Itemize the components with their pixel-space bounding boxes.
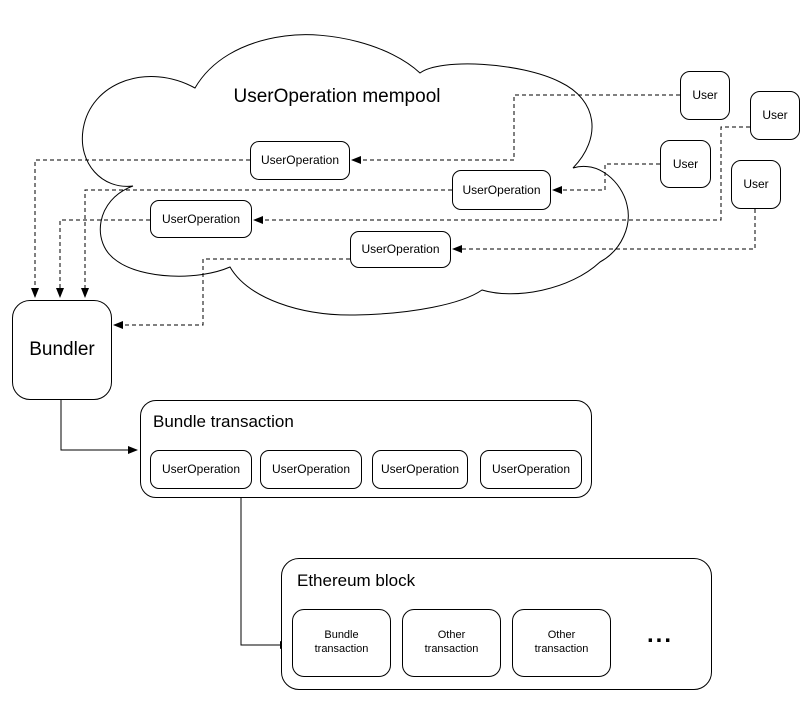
bundler-label: Bundler bbox=[29, 339, 95, 361]
userop-label: UserOperation bbox=[491, 462, 571, 476]
userop-label: UserOperation bbox=[380, 462, 460, 476]
edge-userop3-to-bundler bbox=[56, 219, 150, 298]
bundle-userop-box-1: UserOperation bbox=[150, 450, 252, 489]
bundler-box: Bundler bbox=[12, 300, 112, 400]
userop-label: UserOperation bbox=[361, 242, 440, 256]
edge-user3-to-userop2 bbox=[552, 163, 660, 194]
userop-label: UserOperation bbox=[462, 182, 541, 197]
edge-userop1-to-bundler bbox=[31, 159, 250, 298]
more-transactions-ellipsis: ... bbox=[646, 621, 673, 648]
userop-label: UserOperation bbox=[161, 211, 241, 226]
ethereum-block-title: Ethereum block bbox=[297, 571, 416, 590]
user-box-4: User bbox=[731, 160, 781, 209]
edge-user4-to-userop4 bbox=[452, 209, 756, 253]
eth-other-transaction-box-1: Other transaction bbox=[402, 609, 501, 677]
tx-label-line2: transaction bbox=[314, 643, 369, 655]
userop-box-2: UserOperation bbox=[452, 170, 551, 210]
userop-label: UserOperation bbox=[260, 153, 340, 167]
tx-label-line1: Other bbox=[547, 629, 576, 642]
userop-label: UserOperation bbox=[161, 462, 241, 476]
bundle-userop-box-4: UserOperation bbox=[480, 450, 582, 489]
bundle-userop-box-2: UserOperation bbox=[260, 450, 362, 489]
edge-user1-to-userop1 bbox=[351, 94, 680, 164]
userop-box-4: UserOperation bbox=[350, 231, 451, 268]
bundle-userop-box-3: UserOperation bbox=[372, 450, 468, 489]
edge-bundle-transaction-to-ethereum-block bbox=[240, 498, 290, 649]
user-label: User bbox=[743, 177, 769, 191]
userop-box-1: UserOperation bbox=[250, 141, 350, 180]
mempool-cloud-shape bbox=[81, 34, 629, 316]
edge-user2-to-userop3 bbox=[253, 126, 750, 224]
mempool-title: UserOperation mempool bbox=[233, 86, 441, 107]
user-box-1: User bbox=[680, 71, 730, 120]
eth-other-transaction-box-2: Other transaction bbox=[512, 609, 611, 677]
eth-bundle-transaction-box: Bundle transaction bbox=[292, 609, 391, 677]
user-box-3: User bbox=[660, 140, 711, 188]
userop-label: UserOperation bbox=[271, 462, 351, 476]
tx-label-line1: Bundle bbox=[324, 629, 359, 642]
edge-userop2-to-bundler bbox=[81, 189, 452, 298]
userop-box-3: UserOperation bbox=[150, 200, 252, 238]
user-label: User bbox=[762, 108, 788, 122]
tx-label-line2: transaction bbox=[534, 643, 589, 655]
tx-label-line1: Other bbox=[437, 629, 466, 642]
user-box-2: User bbox=[750, 91, 800, 140]
edge-bundler-to-bundle-transaction bbox=[60, 400, 138, 454]
bundle-transaction-title: Bundle transaction bbox=[153, 412, 294, 431]
edge-userop4-to-bundler bbox=[113, 258, 350, 329]
user-label: User bbox=[692, 88, 718, 102]
tx-label-line2: transaction bbox=[424, 643, 479, 655]
user-label: User bbox=[672, 156, 699, 171]
